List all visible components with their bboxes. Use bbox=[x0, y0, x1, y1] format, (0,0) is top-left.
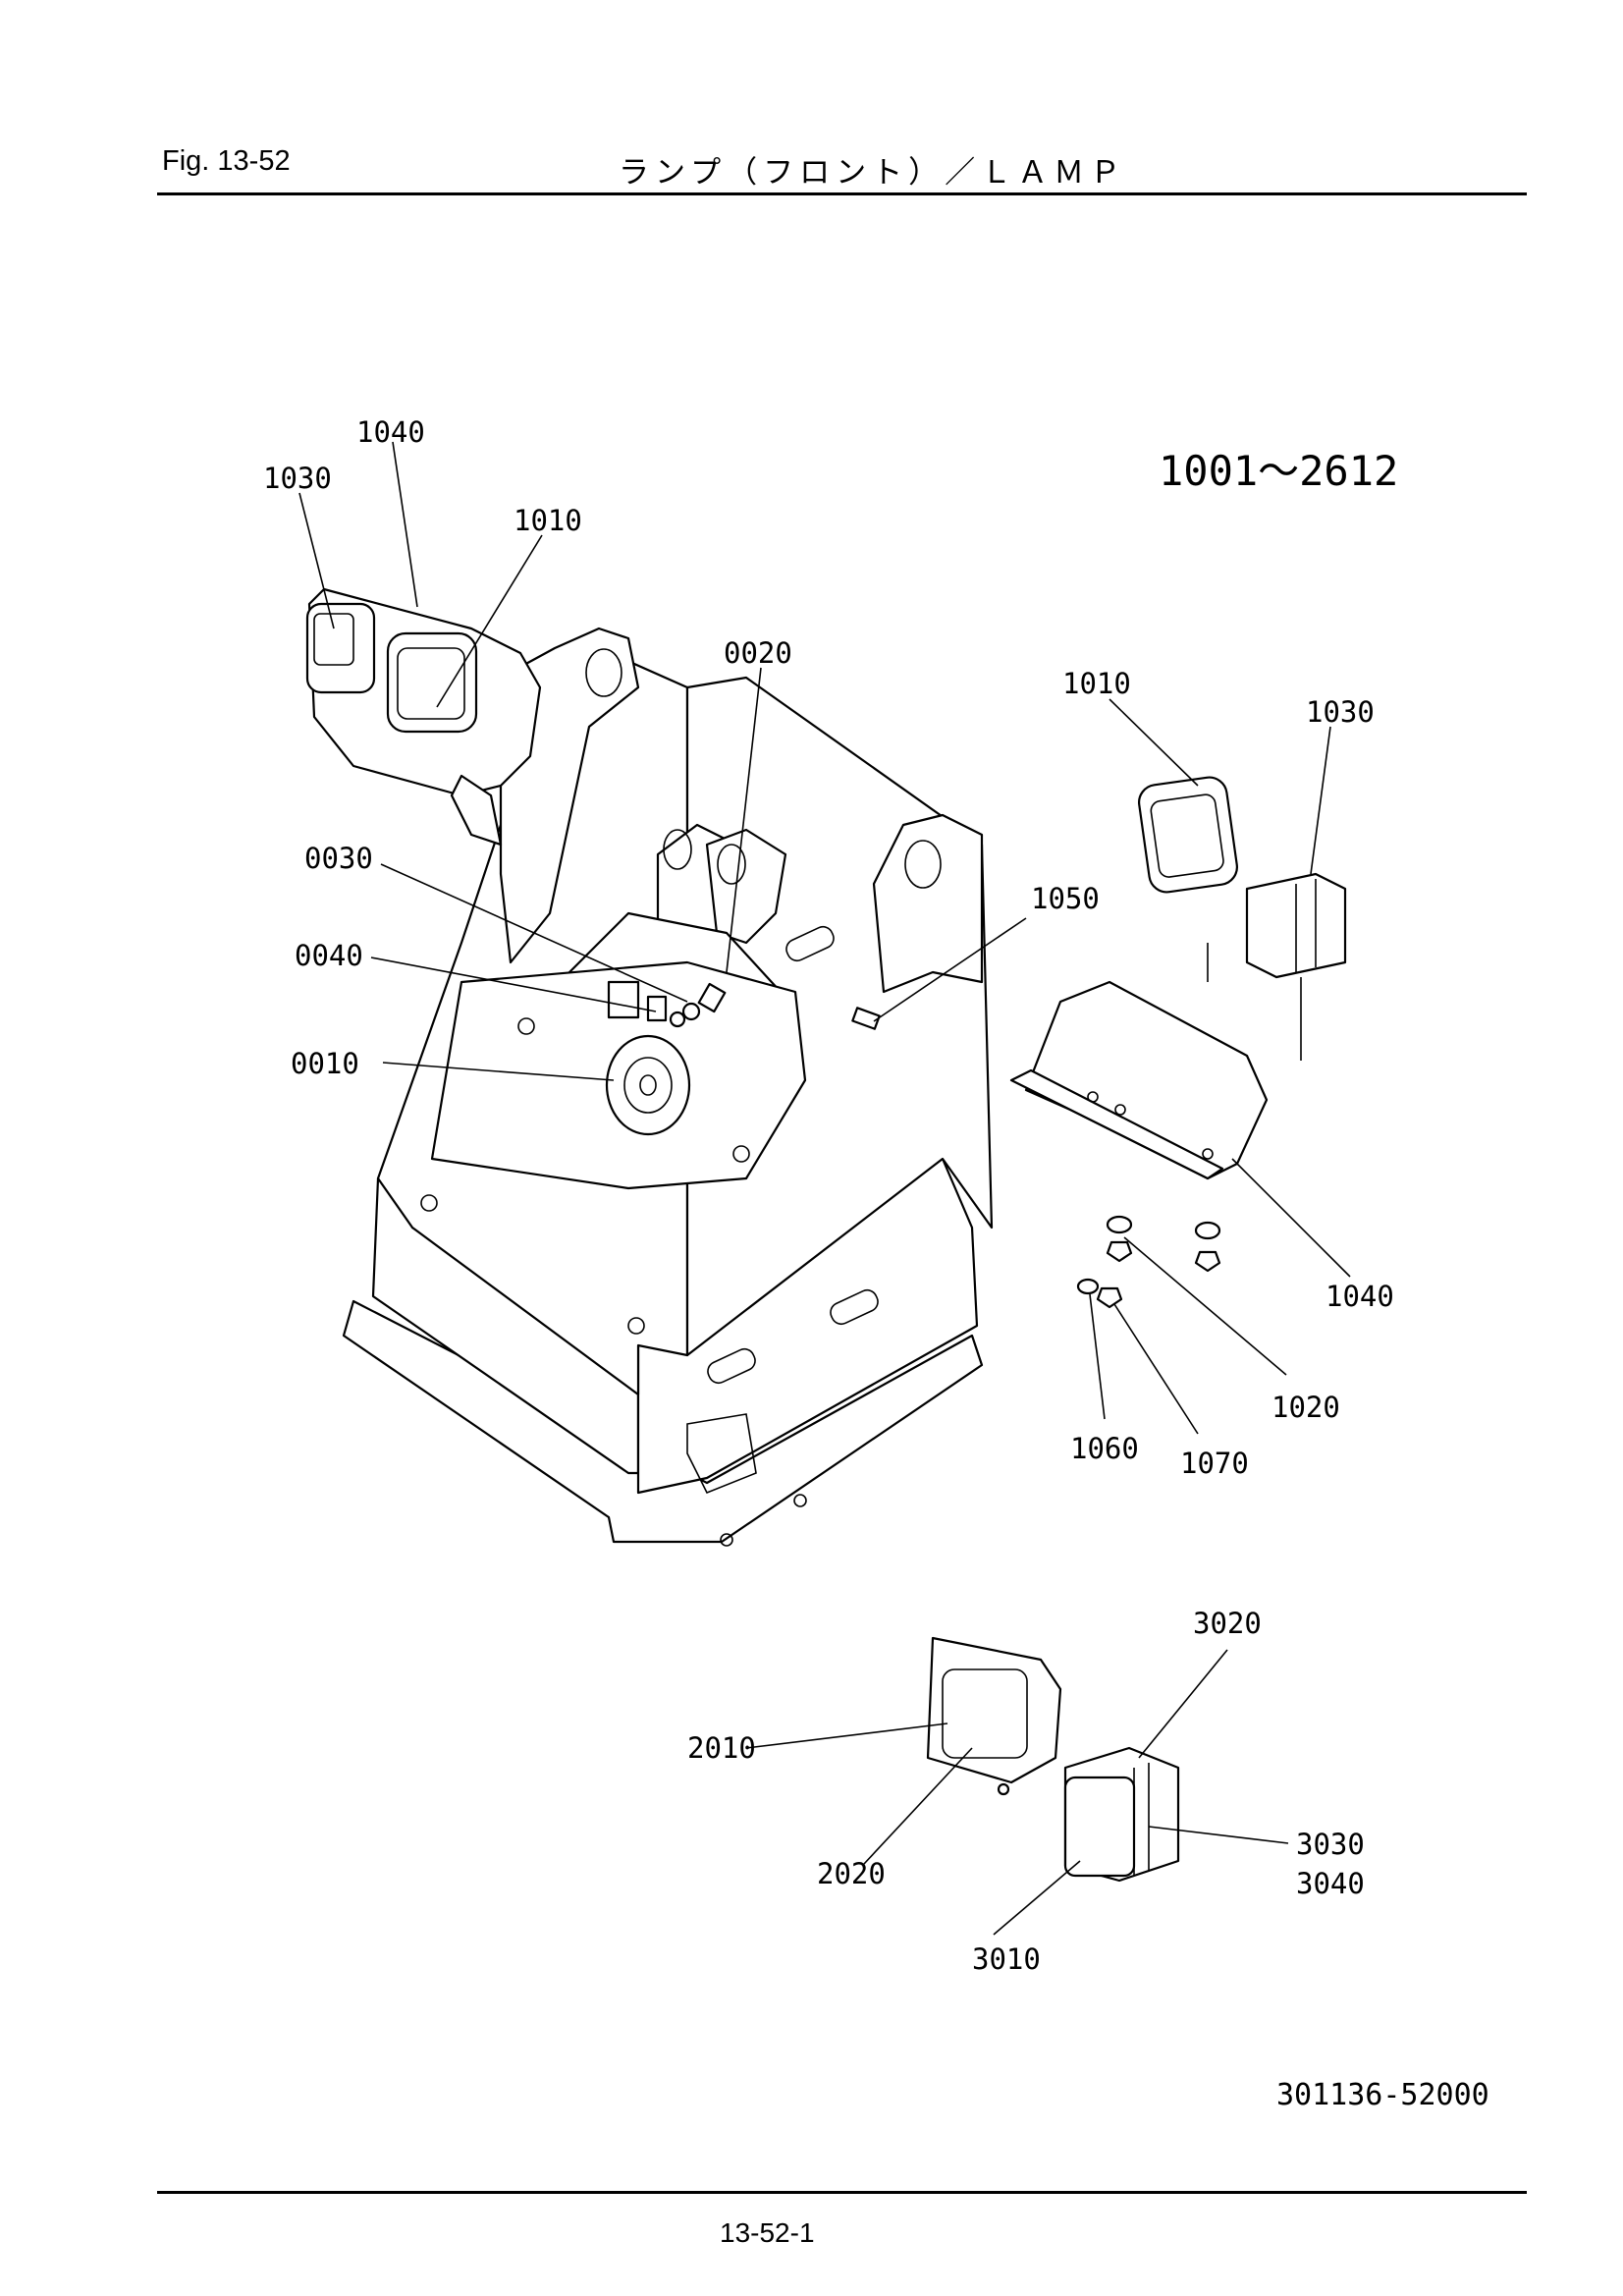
page-title: ランプ（フロント）／ＬＡＭＰ bbox=[619, 155, 1127, 191]
callout-2010: 2010 bbox=[687, 1731, 756, 1765]
callout-0020: 0020 bbox=[724, 636, 792, 670]
callout-1070: 1070 bbox=[1180, 1447, 1249, 1480]
callout-3040: 3040 bbox=[1296, 1867, 1365, 1900]
footer-rule bbox=[157, 2191, 1527, 2194]
left-lamp-assembly-drawing bbox=[305, 587, 542, 847]
callout-1020: 1020 bbox=[1271, 1391, 1340, 1424]
document-number: 301136-52000 bbox=[1276, 2078, 1489, 2112]
right-lamp-bracket-drawing bbox=[851, 776, 1347, 1309]
callout-0030: 0030 bbox=[304, 842, 373, 875]
callout-0040: 0040 bbox=[295, 939, 363, 972]
callout-2020: 2020 bbox=[817, 1857, 886, 1890]
callout-0010: 0010 bbox=[291, 1047, 359, 1080]
serial-range: 1001～2612 bbox=[1159, 447, 1398, 495]
callout-1040-upper-left: 1040 bbox=[356, 415, 425, 449]
callout-1060: 1060 bbox=[1070, 1432, 1139, 1465]
leader-lines bbox=[298, 441, 1351, 1936]
header-rule bbox=[157, 192, 1527, 195]
figure-number: Fig. 13-52 bbox=[162, 145, 291, 177]
callout-3010: 3010 bbox=[972, 1942, 1041, 1976]
callout-1010-right: 1010 bbox=[1062, 667, 1131, 700]
callout-1010-upper-left: 1010 bbox=[514, 504, 582, 537]
callout-1050: 1050 bbox=[1031, 882, 1100, 915]
spare-lamps-drawing bbox=[926, 1636, 1180, 1883]
horn-assembly-drawing bbox=[605, 980, 727, 1136]
callout-3020: 3020 bbox=[1193, 1607, 1262, 1640]
page-number: 13-52-1 bbox=[720, 2217, 815, 2248]
callout-1030-upper-left: 1030 bbox=[263, 462, 332, 495]
callout-1030-right: 1030 bbox=[1306, 695, 1375, 729]
callout-1040-right: 1040 bbox=[1325, 1280, 1394, 1313]
callout-3030: 3030 bbox=[1296, 1828, 1365, 1861]
